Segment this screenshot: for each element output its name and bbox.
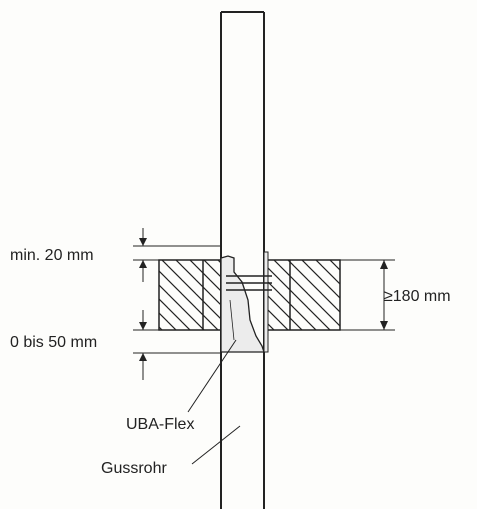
leader-lines (187, 339, 241, 465)
label-sleeve: UBA-Flex (126, 416, 195, 433)
label-pipe: Gussrohr (101, 460, 167, 477)
slab-right (265, 259, 341, 331)
label-thickness: ≥180 mm (384, 288, 451, 305)
uba-flex-sleeve (220, 251, 272, 353)
label-min-gap: min. 20 mm (10, 247, 94, 264)
dimension-gap-range (139, 310, 147, 380)
dimension-min-gap (139, 228, 147, 282)
reference-lines (133, 245, 395, 354)
slab-left (158, 259, 222, 331)
dimension-thickness (380, 260, 388, 330)
label-gap-range: 0 bis 50 mm (10, 334, 98, 351)
